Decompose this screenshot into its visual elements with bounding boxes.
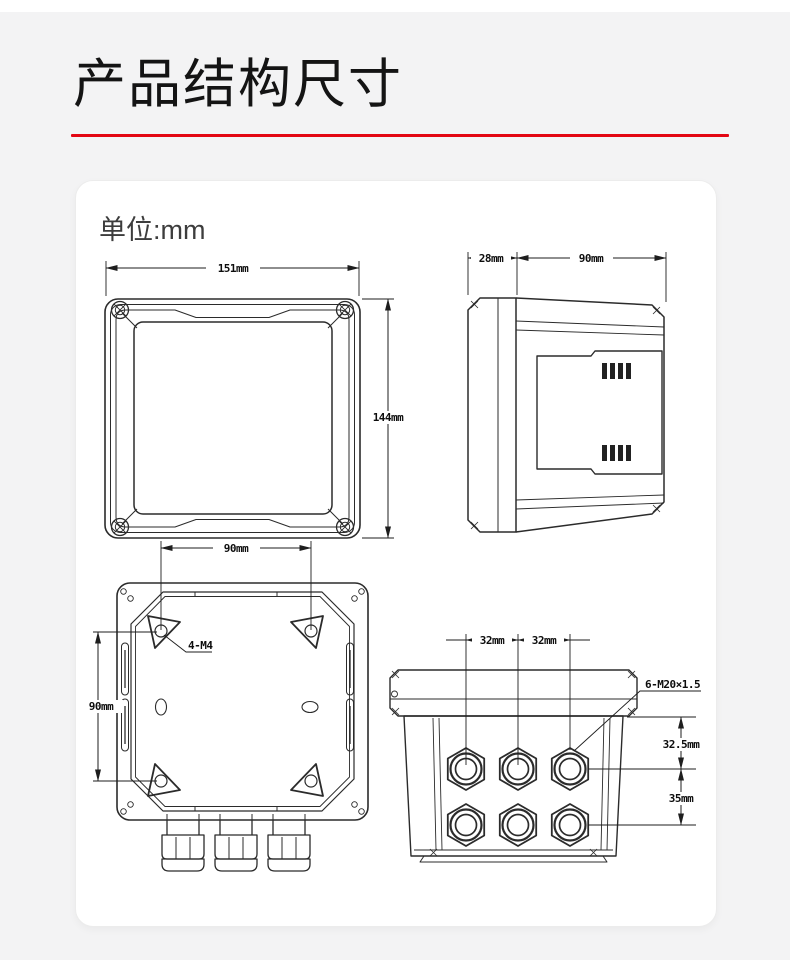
back-view-dimensions: 90mm 90mm 4-M4 xyxy=(79,541,312,782)
side-bezel-depth-dim: 28mm xyxy=(479,252,504,265)
knockout-slot xyxy=(301,700,319,714)
corner-screw xyxy=(335,517,355,537)
display-window xyxy=(133,321,333,515)
side-view-dimensions: 28mm 90mm xyxy=(467,251,667,302)
mounting-holes-label: 4-M4 xyxy=(188,639,213,652)
gland-spacing-dim-2: 32mm xyxy=(532,634,557,647)
top-white-strip xyxy=(0,0,790,12)
side-body xyxy=(515,297,665,533)
front-view-drawing xyxy=(104,298,361,539)
page-title: 产品结构尺寸 xyxy=(73,55,403,114)
unit-label: 单位:mm xyxy=(99,215,206,245)
back-hole-spacing-v-dim: 90mm xyxy=(89,700,114,713)
bottom-view-drawing xyxy=(389,669,638,863)
bottom-view-dimensions: 32mm 32mm 6-M20×1.5 32.5mm 35mm xyxy=(446,633,707,826)
gland-hex-grid xyxy=(446,747,590,847)
side-view-drawing xyxy=(467,297,665,533)
side-latch xyxy=(346,642,354,752)
bottom-flange xyxy=(389,669,638,717)
knockout-slot xyxy=(154,698,168,716)
bottom-body xyxy=(403,715,624,857)
corner-screw xyxy=(335,300,355,320)
gland-thread-label: 6-M20×1.5 xyxy=(645,678,700,691)
cable-gland xyxy=(267,814,311,872)
corner-screw xyxy=(110,300,130,320)
side-body-depth-dim: 90mm xyxy=(579,252,604,265)
terminal-cover xyxy=(536,350,663,475)
back-view-drawing xyxy=(116,582,369,872)
front-view-dimensions: 151mm 144mm xyxy=(105,261,411,539)
back-hole-spacing-h-dim: 90mm xyxy=(224,542,249,555)
side-bezel xyxy=(467,297,517,533)
gland-spacing-dim-1: 32mm xyxy=(480,634,505,647)
cable-gland xyxy=(214,814,258,872)
front-height-dim: 144mm xyxy=(373,411,404,424)
title-underline-divider xyxy=(71,134,729,137)
side-latch xyxy=(121,642,129,752)
edge-to-row-dim: 32.5mm xyxy=(663,738,701,751)
row-spacing-dim: 35mm xyxy=(669,792,694,805)
front-width-dim: 151mm xyxy=(218,262,249,275)
cable-gland xyxy=(161,814,205,872)
corner-screw xyxy=(110,517,130,537)
vent-slots xyxy=(602,363,631,461)
